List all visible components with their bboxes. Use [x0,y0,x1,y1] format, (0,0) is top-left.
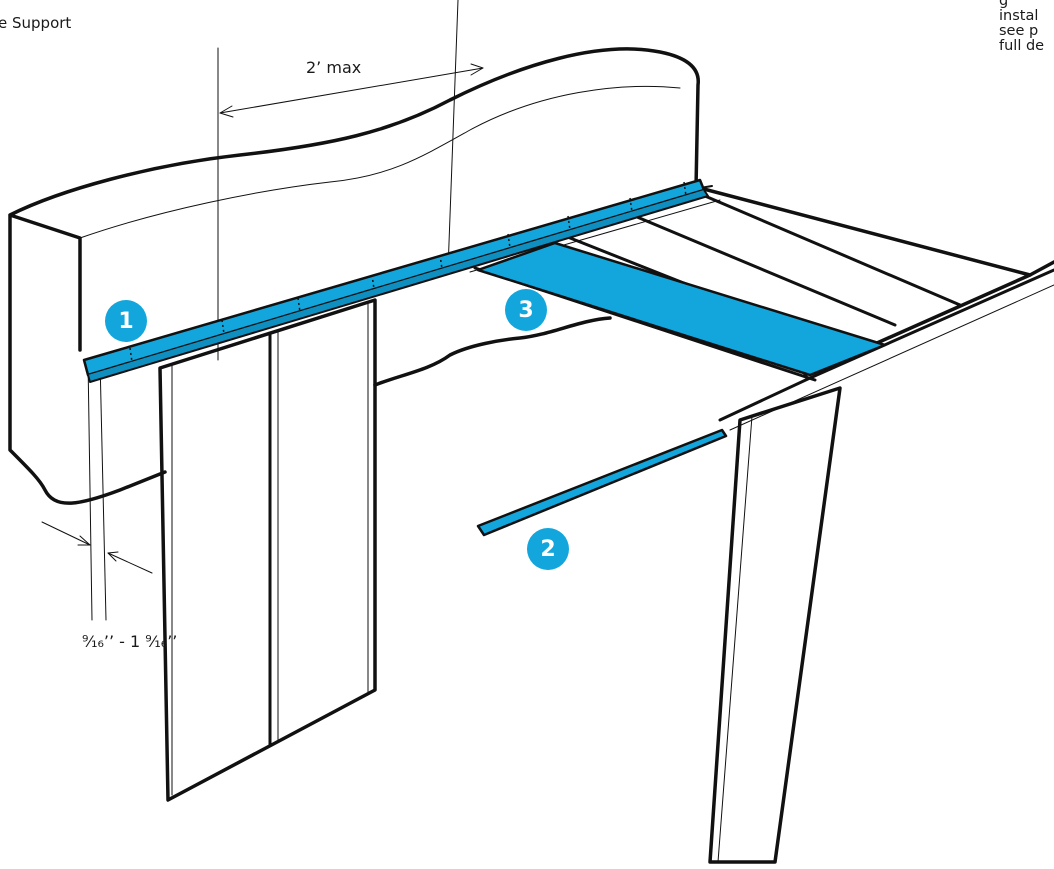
offset-arrow-right [107,552,153,574]
offset-line-b [99,359,107,621]
header-underside [373,316,612,387]
offset-line-a [87,359,93,621]
side-note: g instal see p full de [999,0,1045,54]
offset-dimension-label: ⁹⁄₁₆’’ - 1 ⁹⁄₁₆’’ [82,632,178,651]
door-panel-left [158,298,377,802]
door-panel-right [708,386,842,864]
spacing-dimension-label: 2’ max [306,58,362,77]
callout-badge-1: 1 [105,300,147,342]
header-inner-line [79,85,681,239]
dimension-arrow-line [219,67,484,114]
bottom-track-highlight [476,428,728,537]
dimension-line-right [447,0,459,271]
diagram-subtitle: e Support [0,14,72,32]
fastener-marks [129,181,687,363]
panel-highlight [476,241,887,377]
callout-badge-2: 2 [527,528,569,570]
offset-arrow-left [41,521,91,546]
callout-badge-3: 3 [505,289,547,331]
